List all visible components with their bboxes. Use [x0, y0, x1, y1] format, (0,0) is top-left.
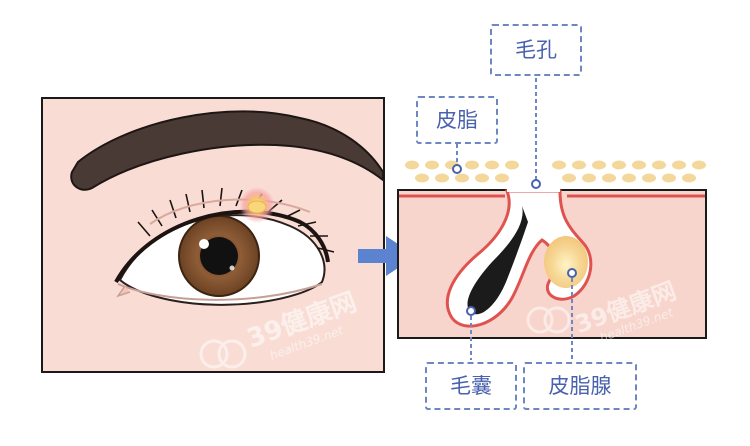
- label-sebum: 皮脂: [416, 96, 498, 144]
- label-pore: 毛孔: [490, 24, 582, 76]
- pore-marker: [532, 180, 540, 188]
- gland-marker: [568, 269, 576, 277]
- sebum-dots: [405, 161, 706, 183]
- label-sebaceous-gland: 皮脂腺: [523, 362, 637, 410]
- stye: [248, 201, 266, 213]
- label-follicle: 毛囊: [425, 362, 517, 410]
- sebum-marker: [453, 165, 461, 173]
- sebaceous-gland: [544, 236, 588, 288]
- follicle-marker: [467, 307, 475, 315]
